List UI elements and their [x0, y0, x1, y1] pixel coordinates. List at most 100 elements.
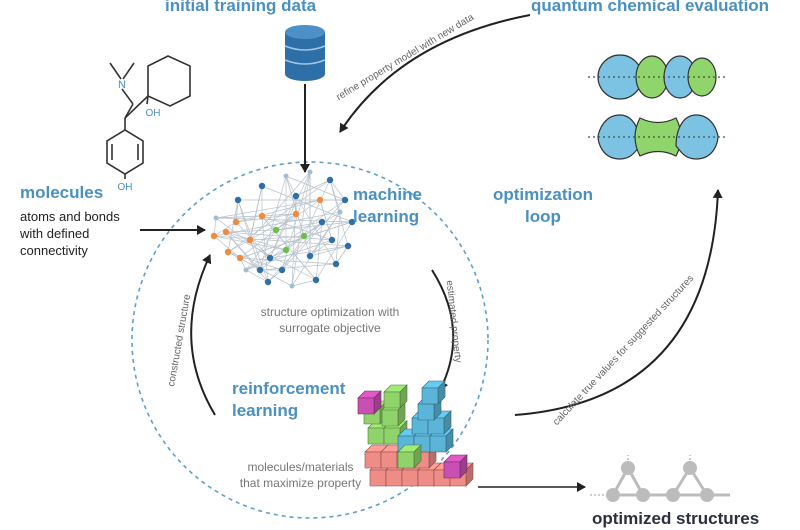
network-edge — [245, 199, 346, 271]
network-edge — [249, 185, 263, 241]
block-cube — [443, 454, 468, 479]
network-edge — [239, 213, 297, 259]
machine-learning-label: machine learning — [353, 185, 422, 226]
network-node — [272, 226, 280, 234]
network-edge — [235, 199, 321, 223]
molecules-title: molecules — [20, 183, 104, 202]
network-edge — [281, 171, 311, 271]
network-edge — [309, 245, 349, 257]
network-node — [348, 218, 356, 226]
network-node — [318, 218, 326, 226]
network-node — [246, 236, 254, 244]
optimized-structures-label: optimized structures — [592, 509, 760, 528]
network-edge — [335, 245, 349, 265]
network-edge — [237, 199, 261, 271]
network-node — [210, 232, 218, 240]
network-node — [256, 266, 264, 274]
network-node — [258, 182, 266, 190]
network-edge — [281, 199, 346, 271]
arrow-estimated-property — [431, 269, 455, 391]
network-node — [292, 210, 300, 218]
network-edge — [315, 221, 353, 281]
network-node — [337, 209, 343, 215]
network-node — [264, 278, 272, 286]
network-edge — [315, 221, 323, 281]
block-cube — [357, 390, 382, 415]
network-node — [258, 212, 266, 220]
database-icon — [284, 25, 326, 81]
quantum-chemical-evaluation-label: quantum chemical evaluation — [531, 0, 770, 15]
optimized-structures-graph — [590, 455, 730, 502]
network-node — [213, 215, 219, 221]
network-edge — [235, 213, 297, 223]
rl-block-structure — [357, 380, 474, 487]
network-edge — [227, 199, 239, 253]
network-edge — [213, 211, 341, 237]
network-node — [224, 248, 232, 256]
network-node — [328, 236, 336, 244]
network-edge — [319, 199, 333, 241]
initial-training-data-label: initial training data — [165, 0, 317, 15]
optimization-loop-label: optimization loop — [492, 185, 594, 226]
network-edge — [259, 263, 337, 271]
network-node — [289, 283, 295, 289]
network-node — [283, 173, 289, 179]
network-node — [266, 254, 274, 262]
network-edge — [227, 213, 297, 253]
arrow-calculate-values — [514, 189, 723, 416]
network-edge — [249, 171, 311, 241]
structure-optimization-label: structure optimization with surrogate ob… — [260, 305, 400, 335]
network-edge — [329, 179, 341, 213]
optimization-loop-circle — [131, 161, 489, 519]
network-edge — [215, 199, 321, 219]
network-edge — [215, 217, 353, 223]
network-edge — [303, 235, 311, 257]
network-node — [344, 242, 352, 250]
network-edge — [235, 199, 239, 223]
network-edge — [269, 195, 297, 259]
network-node — [307, 169, 313, 175]
network-edge — [225, 231, 261, 271]
block-cube — [421, 380, 446, 405]
network-edge — [259, 175, 287, 271]
molecules-description: atoms and bonds with defined connectivit… — [20, 209, 120, 258]
network-node — [292, 192, 300, 200]
orbital-top-icon — [588, 54, 728, 100]
network-edge — [245, 269, 269, 283]
network-edge — [259, 221, 323, 271]
network-edge — [285, 175, 297, 197]
block-cube — [397, 444, 422, 469]
network-node — [306, 252, 314, 260]
nitrogen-label: N — [118, 79, 126, 91]
network-edge — [309, 211, 341, 257]
network-edge — [225, 229, 277, 233]
network-edge — [245, 249, 287, 271]
hydroxyl-top-label: OH — [146, 108, 161, 119]
network-edge — [295, 195, 337, 265]
network-node — [341, 196, 349, 204]
network-node — [332, 260, 340, 268]
block-cube — [383, 384, 408, 409]
network-edge — [269, 171, 311, 259]
neural-network-graph — [210, 169, 356, 289]
network-edge — [267, 221, 323, 283]
network-node — [278, 266, 286, 274]
network-node — [316, 196, 324, 204]
molecules-materials-label: molecules/materials that maximize proper… — [239, 460, 362, 490]
arrow-refine-model — [339, 14, 531, 133]
network-edge — [215, 213, 297, 219]
network-edge — [281, 235, 305, 271]
molecule-structure — [106, 55, 191, 179]
network-node — [236, 254, 244, 262]
network-node — [222, 228, 230, 236]
hydroxyl-bottom-label: OH — [118, 182, 133, 193]
network-edge — [291, 279, 317, 287]
arrow-constructed-structure — [190, 254, 216, 416]
network-edge — [227, 251, 283, 271]
network-node — [326, 176, 334, 184]
orbital-bottom-icon — [588, 114, 728, 160]
network-node — [312, 276, 320, 284]
network-edge — [309, 239, 333, 257]
network-node — [232, 218, 240, 226]
